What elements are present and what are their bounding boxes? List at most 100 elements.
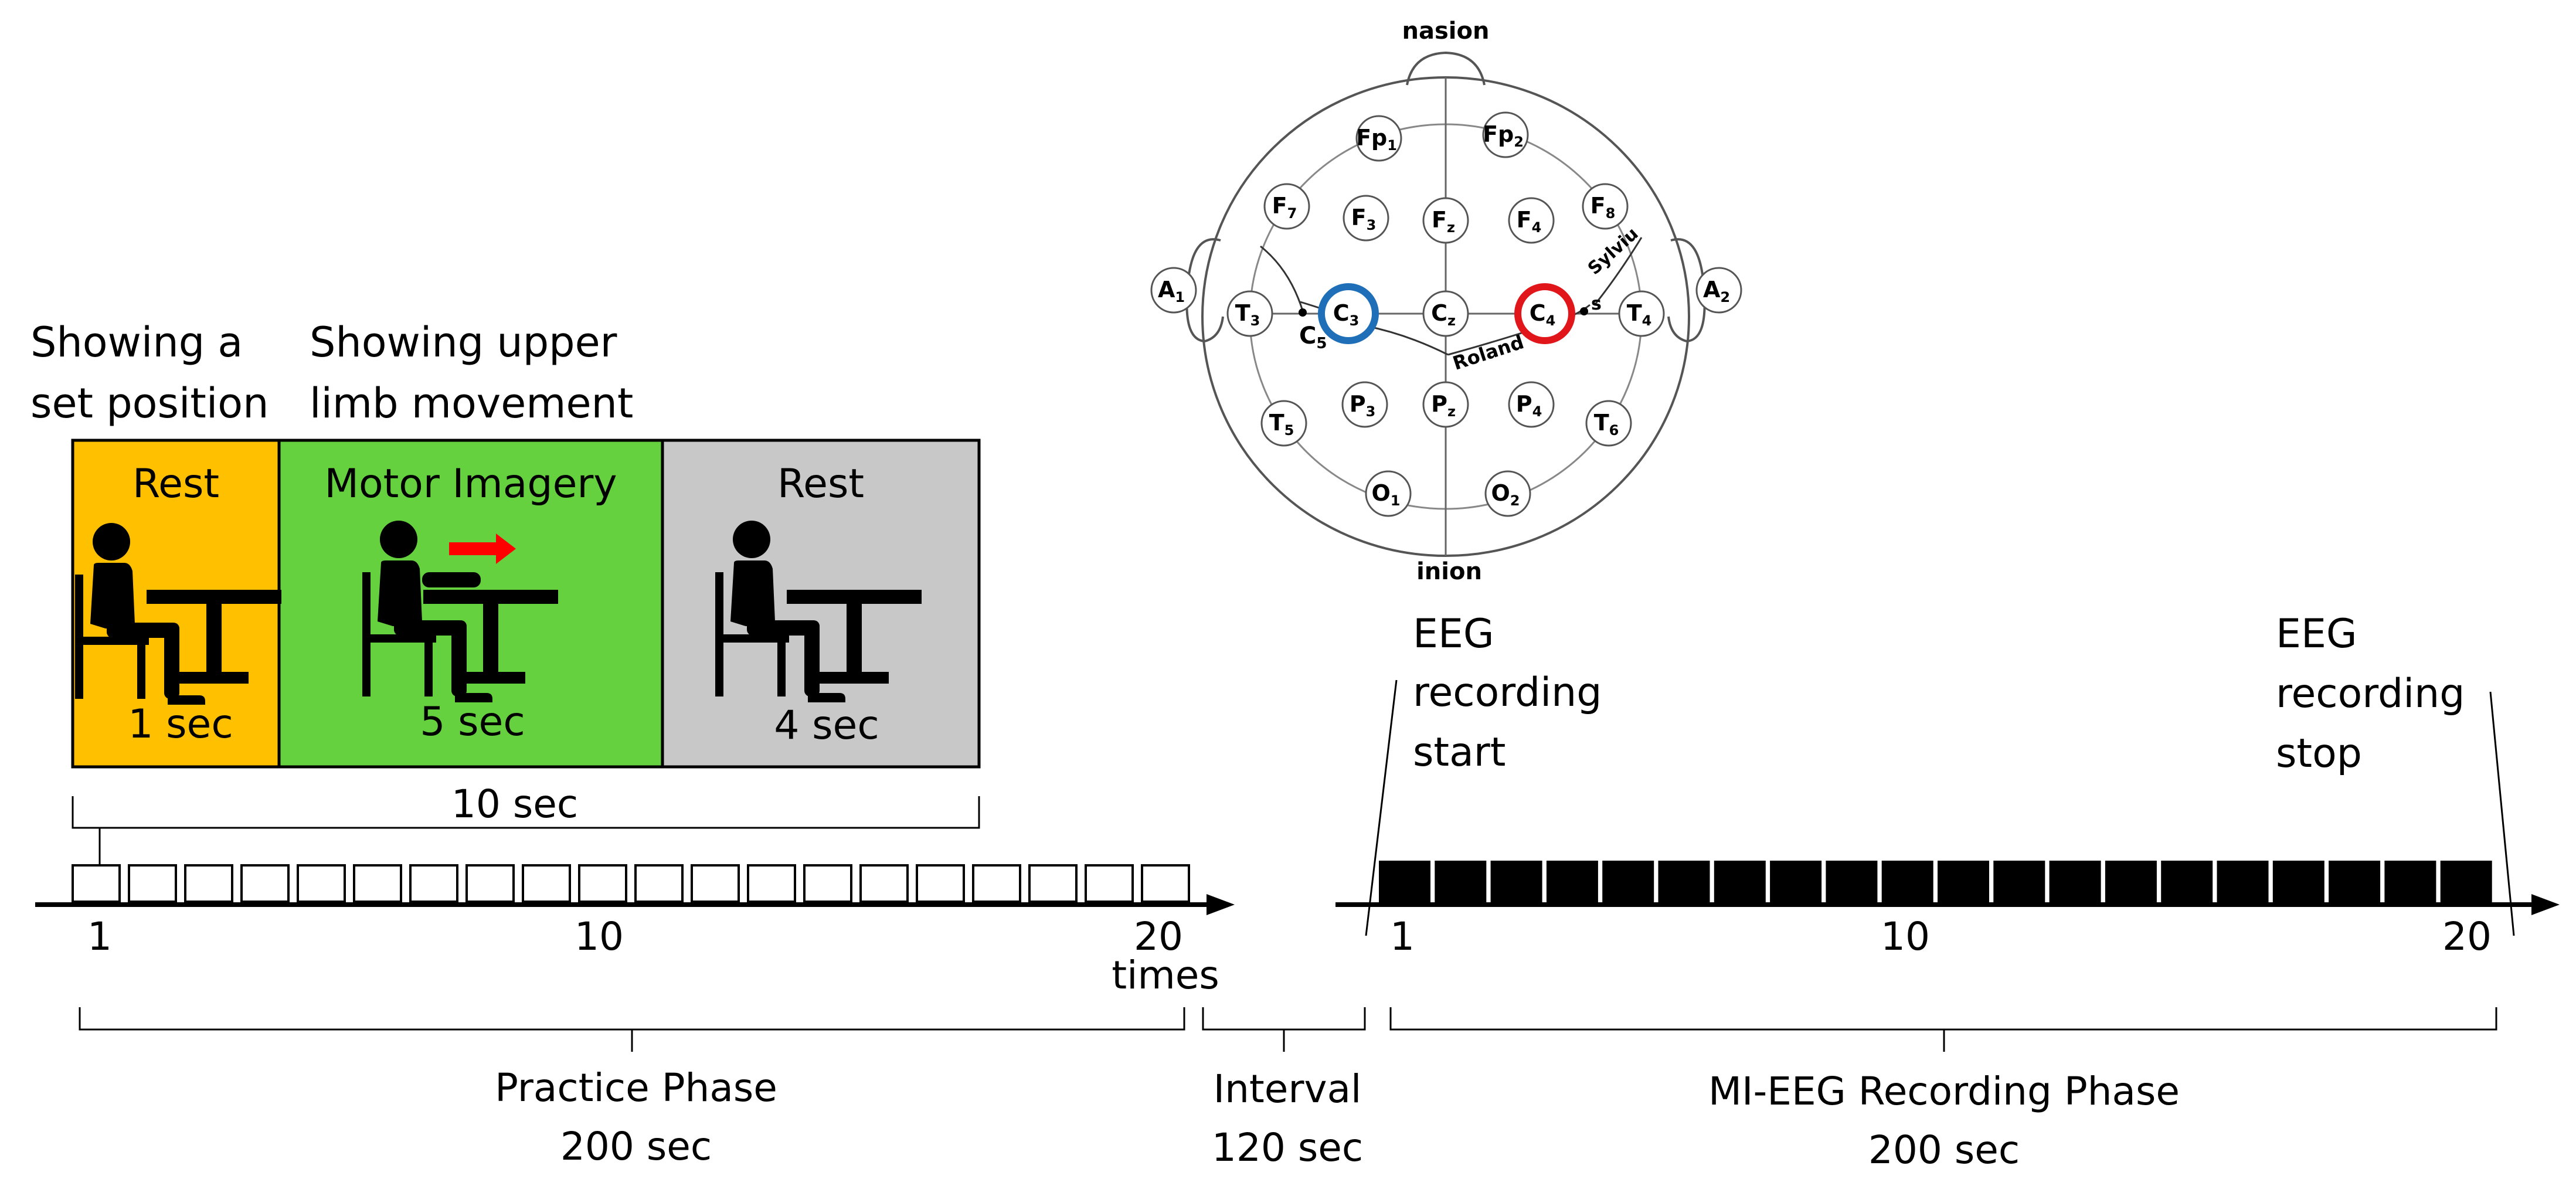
c5-label: C5 xyxy=(1299,322,1327,352)
electrode-label: C4 xyxy=(1530,300,1556,329)
nose-outline xyxy=(1406,51,1486,86)
practice-trial-box xyxy=(803,864,852,903)
practice-phase-name: Practice Phase xyxy=(495,1065,777,1110)
electrode-a2: A2 xyxy=(1695,267,1742,314)
recording-trial-box xyxy=(2440,861,2492,903)
block-motor-imagery-label: Motor Imagery xyxy=(324,461,617,507)
electrode-cz: Cz xyxy=(1422,290,1469,337)
recording-trial-box xyxy=(2049,861,2101,903)
electrode-label: T5 xyxy=(1269,410,1294,439)
electrode-pz: Pz xyxy=(1422,381,1469,428)
practice-axis-arrowhead xyxy=(1207,894,1235,915)
electrode-label: A1 xyxy=(1158,277,1185,305)
electrode-label: P4 xyxy=(1516,391,1542,420)
practice-trial-box xyxy=(1085,864,1134,903)
recording-trial-box xyxy=(1993,861,2045,903)
motion-arrow-icon xyxy=(449,534,516,564)
label-showing-upper-limb-line1: Showing upper xyxy=(310,318,617,366)
recording-trial-box xyxy=(2329,861,2381,903)
recording-start-line3: start xyxy=(1413,729,1506,776)
practice-trial-box xyxy=(128,864,177,903)
trial-length-label: 10 sec xyxy=(451,782,578,827)
electrode-t3: T3 xyxy=(1226,290,1273,337)
recording-trial-box xyxy=(1826,861,1878,903)
block-rest-2-duration: 4 sec xyxy=(774,702,879,749)
practice-trial-box xyxy=(634,864,684,903)
electrode-f4: F4 xyxy=(1508,197,1555,244)
electrode-o2: O2 xyxy=(1484,470,1531,517)
electrode-label: T4 xyxy=(1627,300,1652,329)
electrode-fp2: Fp2 xyxy=(1482,111,1529,158)
electrode-label: Pz xyxy=(1431,391,1456,420)
recording-trial-box xyxy=(1490,861,1542,903)
interval-duration: 120 sec xyxy=(1212,1125,1363,1170)
arm-forward-icon xyxy=(422,572,481,587)
practice-trial-box xyxy=(240,864,290,903)
practice-tick-20: 20 xyxy=(1134,914,1183,959)
electrode-f8: F8 xyxy=(1582,183,1629,230)
sylvian-fissure-right xyxy=(1593,237,1643,305)
left-ear-outline xyxy=(1185,238,1224,343)
sylvius-label-line2: s xyxy=(1591,294,1602,314)
label-showing-upper-limb-line2: limb movement xyxy=(310,379,633,427)
practice-trial-box xyxy=(916,864,965,903)
electrode-label: T6 xyxy=(1594,410,1619,439)
electrode-label: A2 xyxy=(1703,277,1730,305)
practice-phase-bracket xyxy=(79,1007,1185,1052)
recording-trial-box xyxy=(1435,861,1487,903)
electrode-label: F8 xyxy=(1591,193,1616,222)
label-showing-set-position-line1: Showing a xyxy=(30,318,243,366)
recording-trial-box xyxy=(2105,861,2157,903)
recording-phase-name: MI-EEG Recording Phase xyxy=(1708,1069,2180,1114)
electrode-fz: Fz xyxy=(1422,197,1469,244)
practice-trial-box xyxy=(409,864,458,903)
practice-trial-boxes xyxy=(72,864,1190,903)
recording-trial-box xyxy=(2384,861,2436,903)
electrode-label: Cz xyxy=(1431,300,1456,329)
recording-trial-box xyxy=(1938,861,1989,903)
recording-trial-box xyxy=(1658,861,1710,903)
block-rest-2-label: Rest xyxy=(777,461,864,507)
electrode-label: F3 xyxy=(1351,205,1377,233)
inion-label: inion xyxy=(1416,558,1482,585)
electrode-p3: P3 xyxy=(1341,381,1388,428)
practice-trial-box xyxy=(1028,864,1078,903)
practice-trial-box xyxy=(297,864,346,903)
recording-tick-10: 10 xyxy=(1881,914,1930,959)
practice-trial-box xyxy=(578,864,627,903)
trial-length-bracket xyxy=(72,796,980,829)
recording-tick-1: 1 xyxy=(1390,914,1415,959)
block-rest-1-duration: 1 sec xyxy=(128,701,233,748)
sylvius-point xyxy=(1580,307,1588,315)
electrode-c3: C3 xyxy=(1318,283,1379,344)
electrode-label: F4 xyxy=(1517,207,1542,236)
practice-trial-box xyxy=(859,864,909,903)
interval-name: Interval xyxy=(1214,1066,1362,1112)
block-rest-1-label: Rest xyxy=(132,461,219,507)
recording-axis-arrowhead xyxy=(2531,894,2560,915)
electrode-label: Fp2 xyxy=(1483,121,1524,150)
electrode-o1: O1 xyxy=(1365,470,1412,517)
recording-trial-box xyxy=(1714,861,1766,903)
practice-trial-box xyxy=(465,864,515,903)
electrode-label: Fz xyxy=(1432,207,1455,236)
practice-trial-box xyxy=(747,864,796,903)
recording-start-line2: recording xyxy=(1413,670,1602,716)
electrode-t6: T6 xyxy=(1585,400,1632,447)
recording-phase-duration: 200 sec xyxy=(1868,1127,2020,1173)
recording-start-line1: EEG xyxy=(1413,611,1494,657)
recording-trial-box xyxy=(1602,861,1654,903)
practice-phase-duration: 200 sec xyxy=(560,1124,712,1169)
recording-start-marker xyxy=(1365,679,1398,936)
recording-trial-box xyxy=(1770,861,1822,903)
recording-stop-line3: stop xyxy=(2276,730,2362,777)
recording-stop-line2: recording xyxy=(2276,671,2465,717)
recording-stop-marker xyxy=(2489,691,2515,936)
electrode-label: F7 xyxy=(1272,193,1297,222)
electrode-label: Fp1 xyxy=(1356,125,1397,154)
recording-trial-box xyxy=(1881,861,1933,903)
practice-trial-box xyxy=(522,864,571,903)
recording-trial-box xyxy=(2161,861,2213,903)
